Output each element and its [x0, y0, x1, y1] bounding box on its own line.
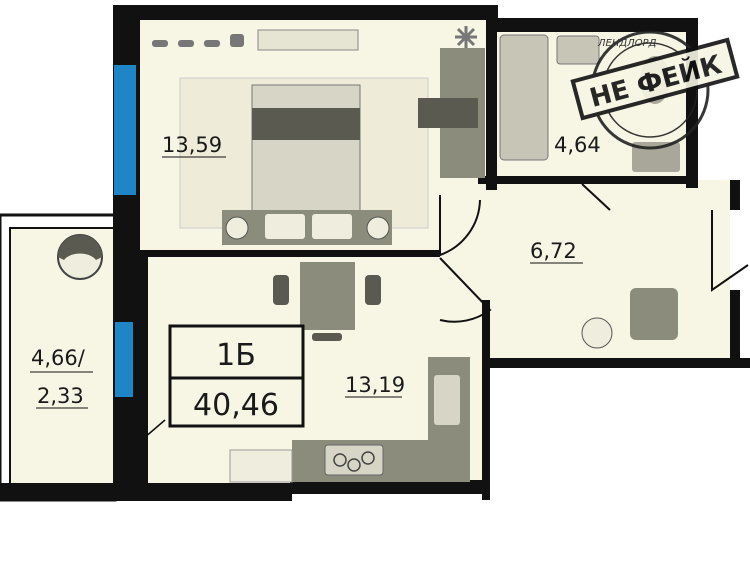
dining-chair — [273, 275, 289, 305]
apartment-info-box — [168, 324, 305, 428]
plant-icon — [455, 26, 477, 48]
bed — [251, 84, 361, 216]
bathtub — [499, 34, 549, 161]
dining-table — [300, 262, 355, 330]
hall-area: 6,72 — [530, 239, 577, 263]
bed-headboard — [222, 210, 392, 245]
armchair — [630, 288, 678, 340]
fridge — [229, 449, 293, 483]
bedroom-area: 13,59 — [162, 133, 222, 157]
sink — [556, 35, 600, 65]
washing-machine — [632, 142, 680, 172]
pouf-icon — [581, 317, 613, 349]
kitchen-area: 13,19 — [345, 373, 405, 397]
bed-blanket — [252, 108, 360, 140]
doors — [439, 183, 749, 323]
bedroom-window — [114, 65, 136, 195]
total-area: 40,46 — [193, 388, 279, 423]
shoes-icon — [152, 34, 244, 47]
wardrobe — [257, 29, 359, 51]
balcony-area-full: 4,66/ — [31, 346, 86, 370]
dining-chair — [312, 333, 342, 341]
kitchen-window — [115, 322, 133, 397]
nightstand-lamp-icon — [225, 216, 249, 240]
dining-chair — [365, 275, 381, 305]
bathroom-area: 4,64 — [554, 133, 601, 157]
nightstand-lamp-icon — [366, 216, 390, 240]
svg-text:ЛЕНДЛОРД: ЛЕНДЛОРД — [597, 38, 657, 49]
kitchen-sink — [434, 375, 460, 425]
balcony-area-reduced: 2,33 — [37, 384, 84, 408]
chair — [418, 98, 478, 128]
apartment-type: 1Б — [216, 338, 256, 373]
burners-icon — [333, 451, 375, 472]
